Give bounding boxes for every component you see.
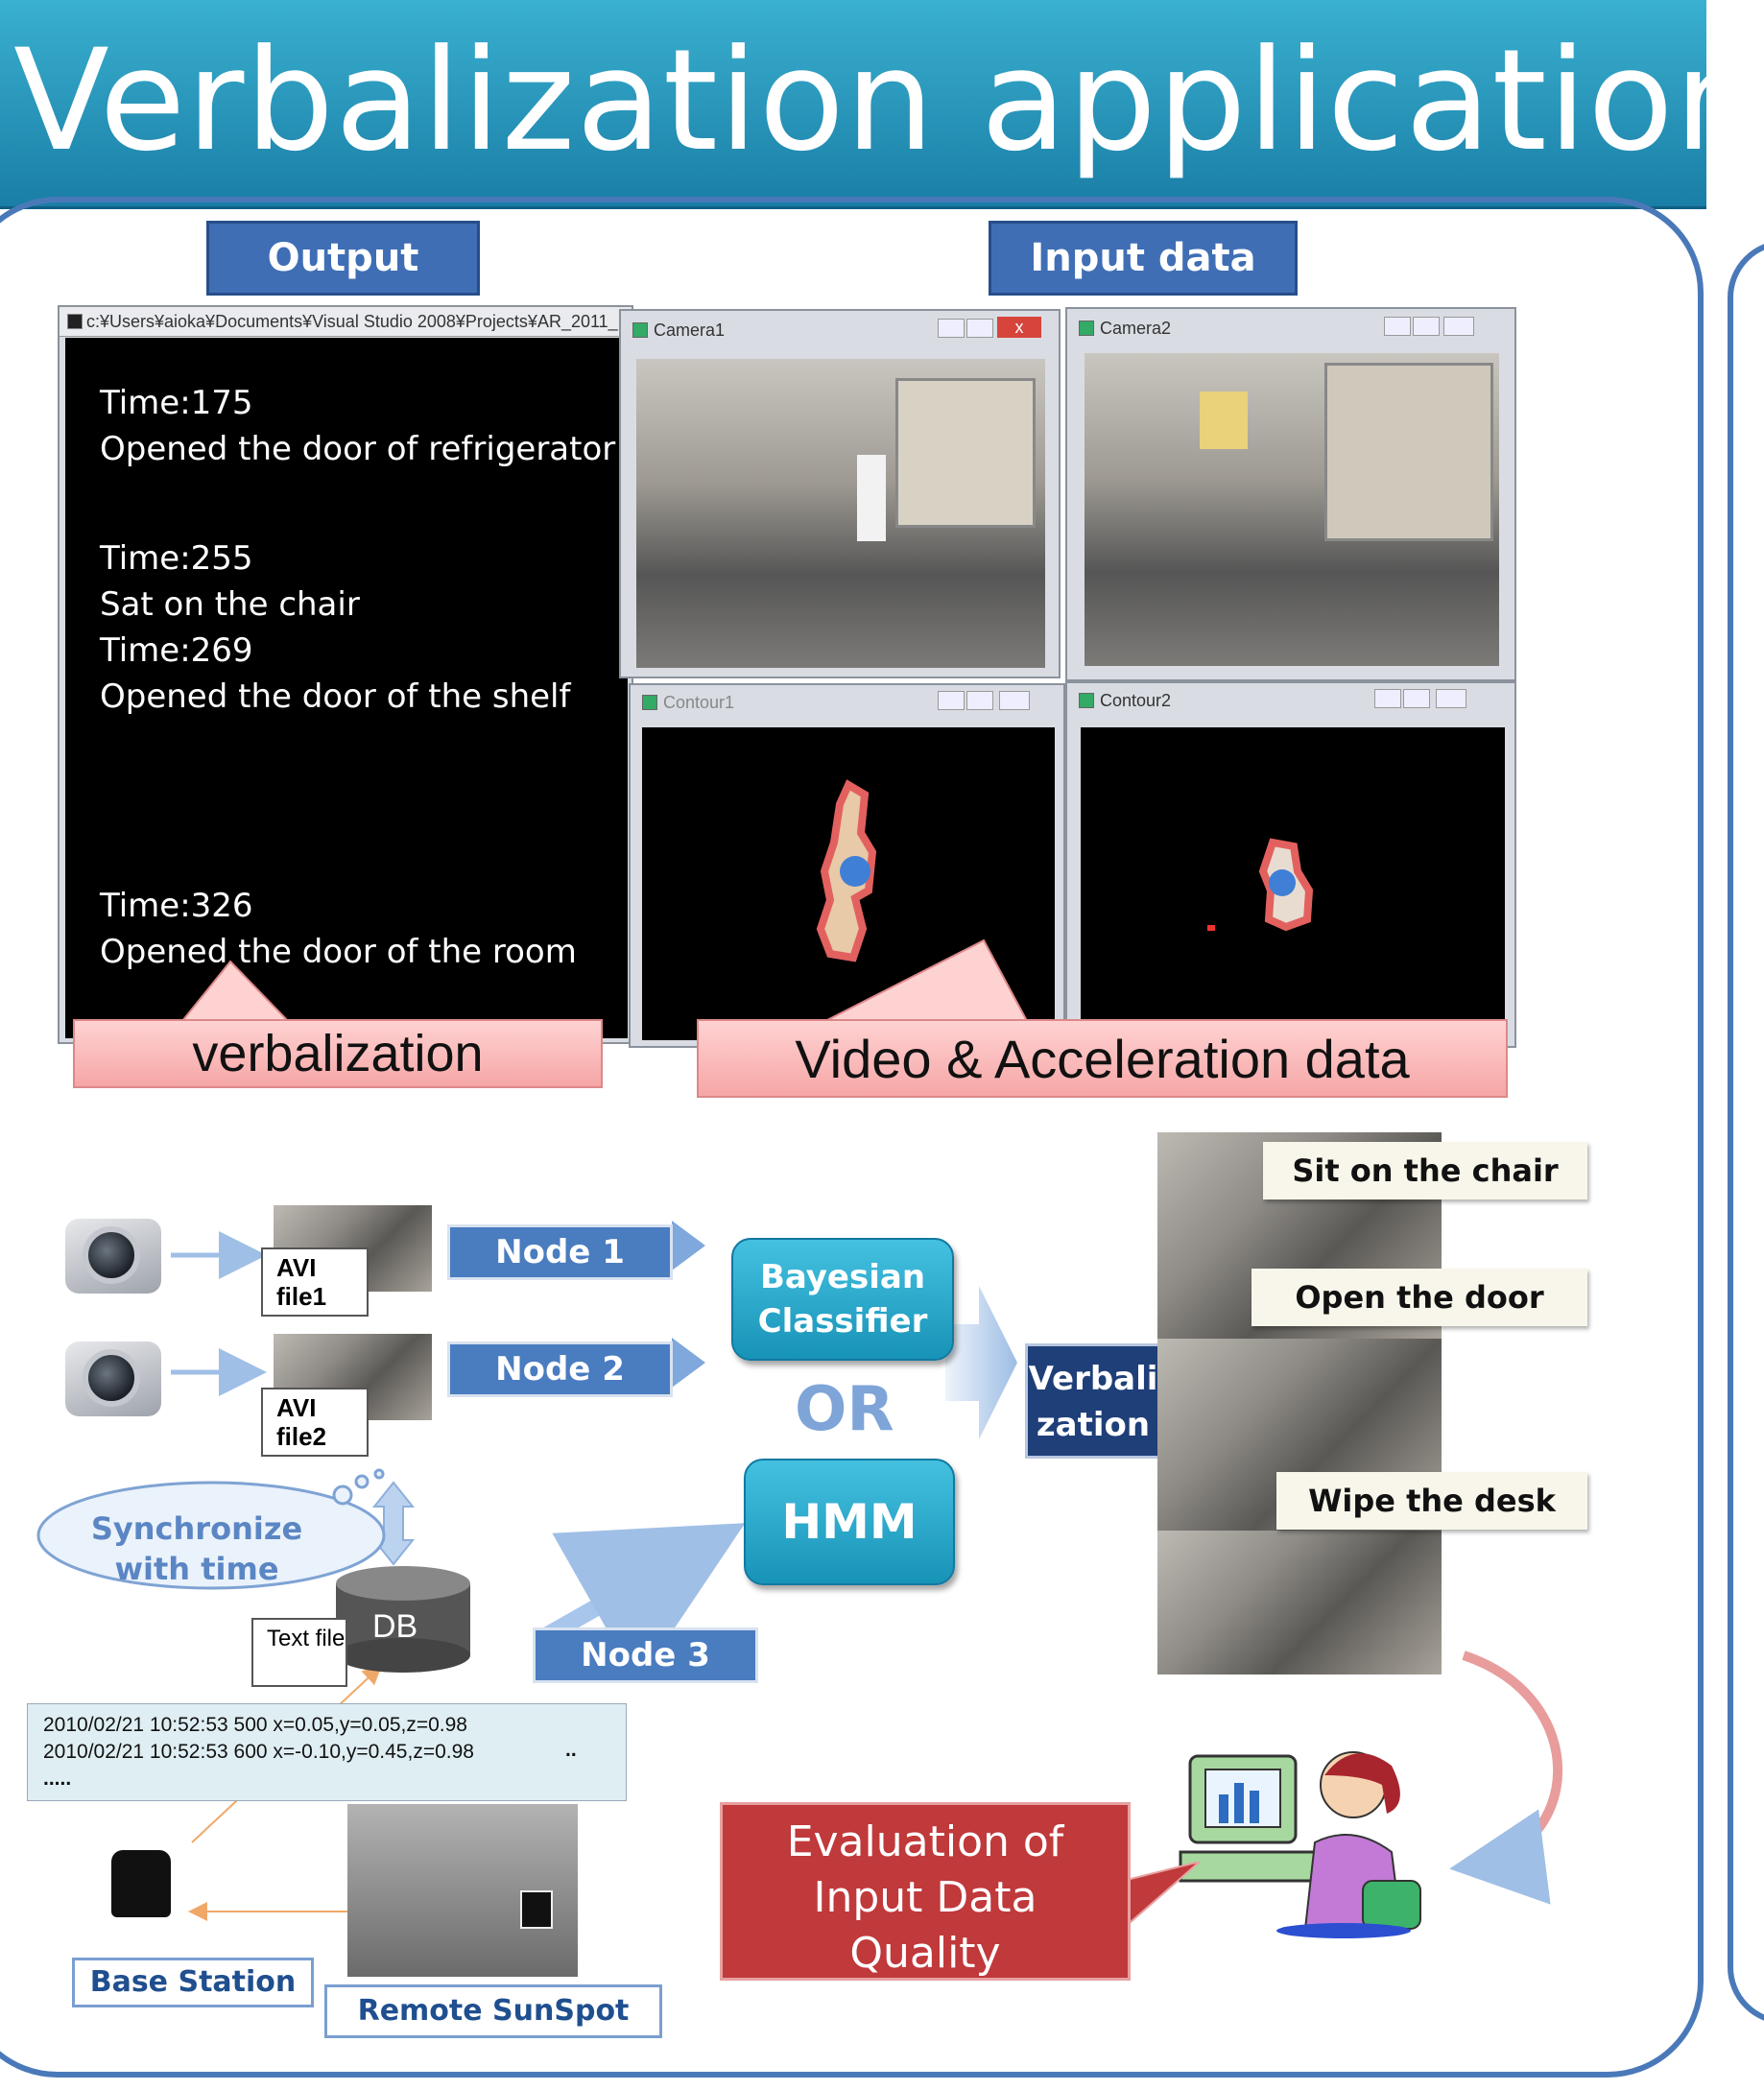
contour2-window[interactable]: Contour2: [1065, 681, 1516, 1048]
console-line: Opened the door of the shelf: [100, 677, 571, 716]
contour2-title: Contour2: [1100, 691, 1172, 710]
db-cylinder-icon: [336, 1566, 470, 1673]
bayesian-classifier-box: Bayesian Classifier: [731, 1238, 954, 1361]
input-data-tag: Input data: [989, 221, 1298, 296]
node3-label: Node 3: [533, 1627, 758, 1683]
camera1-frame: [636, 359, 1045, 668]
base-station-label: Base Station: [72, 1958, 314, 2007]
computer-user-icon: [1179, 1751, 1421, 1938]
remote-sunspot-device: [520, 1890, 553, 1929]
avi2-file: AVI file2: [261, 1388, 369, 1457]
console-line: Time:269: [100, 631, 253, 670]
log-line: 2010/02/21 10:52:53 500 x=0.05,y=0.05,z=…: [43, 1714, 467, 1736]
title-banner: Verbalization application: [0, 0, 1763, 209]
camera2-window[interactable]: Camera2: [1065, 307, 1516, 681]
console-title: c:¥Users¥aioka¥Documents¥Visual Studio 2…: [86, 312, 618, 331]
maximize-button[interactable]: [1413, 317, 1440, 336]
flow-connectors: [171, 1221, 1562, 1921]
hmm-box: HMM: [744, 1459, 955, 1585]
contour1-app-icon: [642, 695, 657, 710]
remote-sunspot-label: Remote SunSpot: [324, 1984, 662, 2038]
contour1-silhouette: [816, 779, 877, 962]
camera-lens: [83, 1226, 140, 1284]
video-acceleration-label: Video & Acceleration data: [697, 1019, 1508, 1098]
camera2-app-icon: [1079, 321, 1094, 336]
sync-cloud-shape: [36, 1468, 386, 1590]
console-line: Sat on the chair: [100, 585, 360, 624]
console-line: Opened the door of refrigerator: [100, 430, 616, 468]
contour2-frame: [1081, 727, 1505, 1036]
person-image: [857, 455, 886, 541]
contour2-silhouette: [1207, 838, 1314, 932]
page-title: Verbalization application: [13, 19, 1764, 182]
text-file-icon: Text file: [251, 1618, 347, 1687]
text-file-label: Text file: [267, 1626, 346, 1651]
maximize-button[interactable]: [966, 319, 993, 338]
or-label: OR: [795, 1374, 894, 1445]
callout-wipe: Wipe the desk: [1276, 1472, 1587, 1530]
node2-label: Node 2: [447, 1342, 673, 1397]
camera1-window[interactable]: Camera1 x: [619, 309, 1061, 678]
camera1-title: Camera1: [654, 321, 726, 340]
camera2-title: Camera2: [1100, 319, 1172, 338]
db-label: DB: [372, 1608, 418, 1645]
bayesian-classifier-label: Bayesian Classifier: [757, 1258, 928, 1341]
console-titlebar: c:¥Users¥aioka¥Documents¥Visual Studio 2…: [60, 307, 632, 337]
camera-icon: [65, 1342, 161, 1416]
close-button[interactable]: x: [997, 317, 1041, 338]
poster-image: [1200, 392, 1248, 449]
base-station-device: [111, 1850, 171, 1917]
camera1-app-icon: [632, 322, 648, 338]
contour1-window[interactable]: Contour1: [629, 683, 1065, 1048]
console-line: Time:326: [100, 887, 253, 925]
callout-sit: Sit on the chair: [1263, 1142, 1587, 1199]
minimize-button[interactable]: [938, 691, 965, 710]
camera2-frame: [1085, 353, 1499, 666]
contour1-title: Contour1: [663, 693, 735, 712]
verbalization-box-label: Verbali zation: [1028, 1360, 1158, 1444]
avi2-label: AVI file2: [276, 1393, 327, 1451]
shelf-image: [895, 378, 1036, 528]
evaluation-box: Evaluation of Input Data Quality: [720, 1802, 1131, 1981]
console-app-icon: [67, 314, 83, 329]
log-line: .....: [43, 1768, 72, 1790]
maximize-button[interactable]: [966, 691, 993, 710]
callout-open: Open the door: [1251, 1269, 1587, 1326]
close-button[interactable]: [1443, 317, 1474, 336]
sync-label: Synchronize with time: [90, 1510, 303, 1587]
console-line: Opened the door of the room: [100, 933, 577, 971]
contour2-app-icon: [1079, 693, 1094, 708]
label-pointers: [179, 938, 1029, 1022]
content-frame: [0, 197, 1704, 2078]
camera-lens: [83, 1349, 140, 1407]
log-line: 2010/02/21 10:52:53 600 x=-0.10,y=0.45,z…: [43, 1741, 474, 1763]
evaluation-label: Evaluation of Input Data Quality: [786, 1817, 1064, 1978]
shelf-image: [1324, 363, 1493, 541]
camera-icon: [65, 1219, 161, 1294]
contour1-frame: [642, 727, 1055, 1040]
close-button[interactable]: [1436, 689, 1466, 708]
log-box: 2010/02/21 10:52:53 500 x=0.05,y=0.05,z=…: [27, 1703, 627, 1801]
minimize-button[interactable]: [1374, 689, 1401, 708]
console-window[interactable]: c:¥Users¥aioka¥Documents¥Visual Studio 2…: [58, 305, 633, 1044]
verbalization-box: Verbali zation: [1025, 1343, 1161, 1459]
evaluation-pointer: [1123, 1862, 1201, 1931]
node1-label: Node 1: [447, 1224, 673, 1280]
result-photo-wipe: [1157, 1531, 1442, 1674]
maximize-button[interactable]: [1403, 689, 1430, 708]
console-line: Time:175: [100, 384, 253, 422]
close-button[interactable]: [999, 691, 1030, 710]
console-body: Time:175 Opened the door of refrigerator…: [65, 338, 628, 1038]
output-tag: Output: [206, 221, 480, 296]
hmm-label: HMM: [781, 1494, 918, 1550]
avi1-label: AVI file1: [276, 1253, 327, 1311]
minimize-button[interactable]: [1384, 317, 1411, 336]
avi1-file: AVI file1: [261, 1247, 369, 1317]
log-continuation-dots: ..: [565, 1739, 577, 1761]
minimize-button[interactable]: [938, 319, 965, 338]
verbalization-label: verbalization: [73, 1019, 603, 1088]
console-line: Time:255: [100, 539, 253, 578]
door-photo: [347, 1804, 578, 1977]
